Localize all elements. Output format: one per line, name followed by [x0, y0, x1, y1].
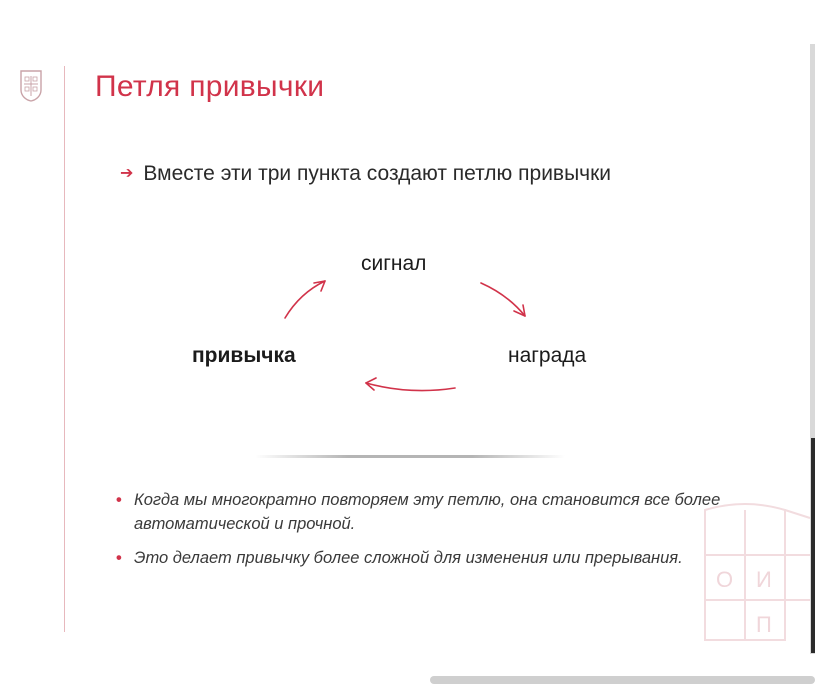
- watermark-letter: П: [756, 612, 772, 637]
- bullet-dot-icon: •: [116, 491, 122, 509]
- bullet-dot-icon: •: [116, 549, 122, 567]
- arrow-right-icon: ➔: [120, 165, 134, 182]
- bullet-text: Это делает привычку более сложной для из…: [134, 549, 683, 567]
- cycle-node-habit: привычка: [192, 344, 296, 367]
- side-video-edge: [811, 438, 815, 653]
- watermark-letter: И: [756, 567, 772, 592]
- vertical-divider: [64, 66, 65, 632]
- arrow-reward-to-habit: [365, 377, 456, 392]
- logo-icon: [20, 70, 42, 102]
- cycle-node-signal: сигнал: [361, 252, 427, 275]
- watermark-icon: О И П: [704, 503, 811, 641]
- horizontal-scrollbar[interactable]: [430, 676, 815, 684]
- arrow-signal-to-reward: [480, 282, 526, 317]
- list-item: • Когда мы многократно повторяем эту петл…: [116, 488, 756, 536]
- bullet-text: Когда мы многократно повторяем эту петлю…: [134, 491, 721, 533]
- lead-text: ➔ Вместе эти три пункта создают петлю при…: [120, 162, 611, 186]
- side-panel-edge: [810, 44, 815, 654]
- watermark-letter: О: [716, 567, 733, 592]
- arrow-habit-to-signal: [284, 280, 326, 319]
- section-divider: [255, 455, 565, 458]
- list-item: • Это делает привычку более сложной для и…: [116, 546, 756, 570]
- bullet-list: • Когда мы многократно повторяем эту петл…: [116, 488, 756, 580]
- lead-label: Вместе эти три пункта создают петлю прив…: [143, 162, 612, 185]
- slide-title: Петля привычки: [95, 70, 325, 103]
- cycle-node-reward: награда: [508, 344, 587, 367]
